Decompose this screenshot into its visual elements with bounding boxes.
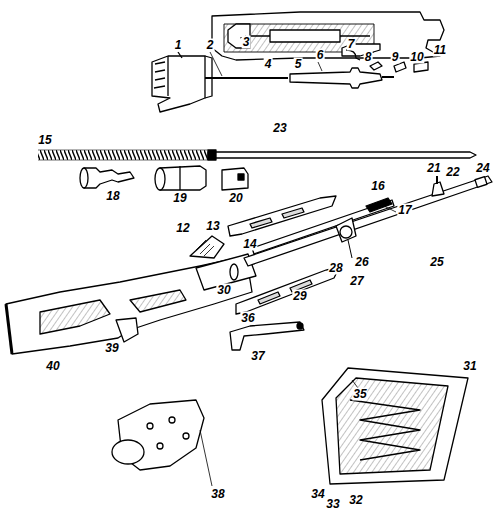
part-10 [414, 62, 428, 72]
callout-number: 31 [462, 360, 477, 373]
callout-number: 7 [347, 38, 356, 51]
callout-number: 8 [364, 51, 373, 64]
callout-number: 38 [210, 488, 225, 501]
part-19 [160, 166, 206, 190]
callout-number: 1 [174, 39, 183, 52]
callout-number: 16 [370, 180, 385, 193]
callout-number: 20 [228, 192, 243, 205]
callout-number: 39 [104, 342, 119, 355]
part-7 [346, 50, 360, 60]
callout-number: 12 [175, 222, 190, 235]
callout-number: 33 [325, 498, 340, 511]
callout-number: 3 [242, 36, 251, 49]
part-20 [222, 168, 248, 190]
part-12 [190, 236, 224, 258]
part-6 [290, 62, 394, 88]
callout-number: 11 [433, 44, 447, 57]
callout-number: 2 [206, 39, 215, 52]
callout-number: 27 [349, 275, 364, 288]
callout-number: 14 [242, 238, 257, 251]
callout-number: 36 [240, 312, 255, 325]
callout-number: 13 [205, 220, 220, 233]
part-39 [116, 318, 138, 342]
part-21 [432, 182, 444, 196]
callout-number: 34 [310, 488, 325, 501]
callout-number: 35 [352, 388, 367, 401]
part-29 [236, 266, 340, 314]
callout-number: 23 [272, 122, 287, 135]
part-9 [394, 62, 406, 72]
callout-number: 10 [409, 51, 424, 64]
part-25 [244, 176, 492, 266]
callout-number: 9 [391, 51, 400, 64]
callout-number: 18 [105, 190, 120, 203]
callout-number: 19 [172, 192, 187, 205]
callout-number: 6 [316, 49, 325, 62]
callout-number: 5 [294, 58, 303, 71]
callout-number: 17 [397, 204, 412, 217]
callout-number: 4 [264, 58, 273, 71]
callout-number: 40 [45, 360, 60, 373]
part-18 [84, 168, 134, 188]
callout-number: 15 [37, 134, 52, 147]
part-31 [322, 368, 468, 484]
callout-number: 32 [348, 494, 363, 507]
callout-number: 29 [292, 290, 307, 303]
callout-number: 24 [475, 162, 490, 175]
callout-number: 30 [216, 284, 231, 297]
part-1 [152, 52, 212, 112]
callout-number: 28 [328, 262, 343, 275]
part-30 [230, 264, 238, 280]
part-38 [112, 400, 212, 486]
part-37 [230, 322, 304, 350]
callout-number: 26 [354, 256, 369, 269]
part-26 [336, 218, 356, 242]
callout-number: 21 [426, 162, 441, 175]
part-2 [205, 77, 288, 79]
callout-number: 22 [445, 166, 460, 179]
callout-number: 25 [429, 256, 444, 269]
part-15 [38, 150, 208, 160]
part-16 [366, 198, 392, 212]
part-23 [208, 152, 476, 158]
callout-number: 37 [250, 350, 265, 363]
